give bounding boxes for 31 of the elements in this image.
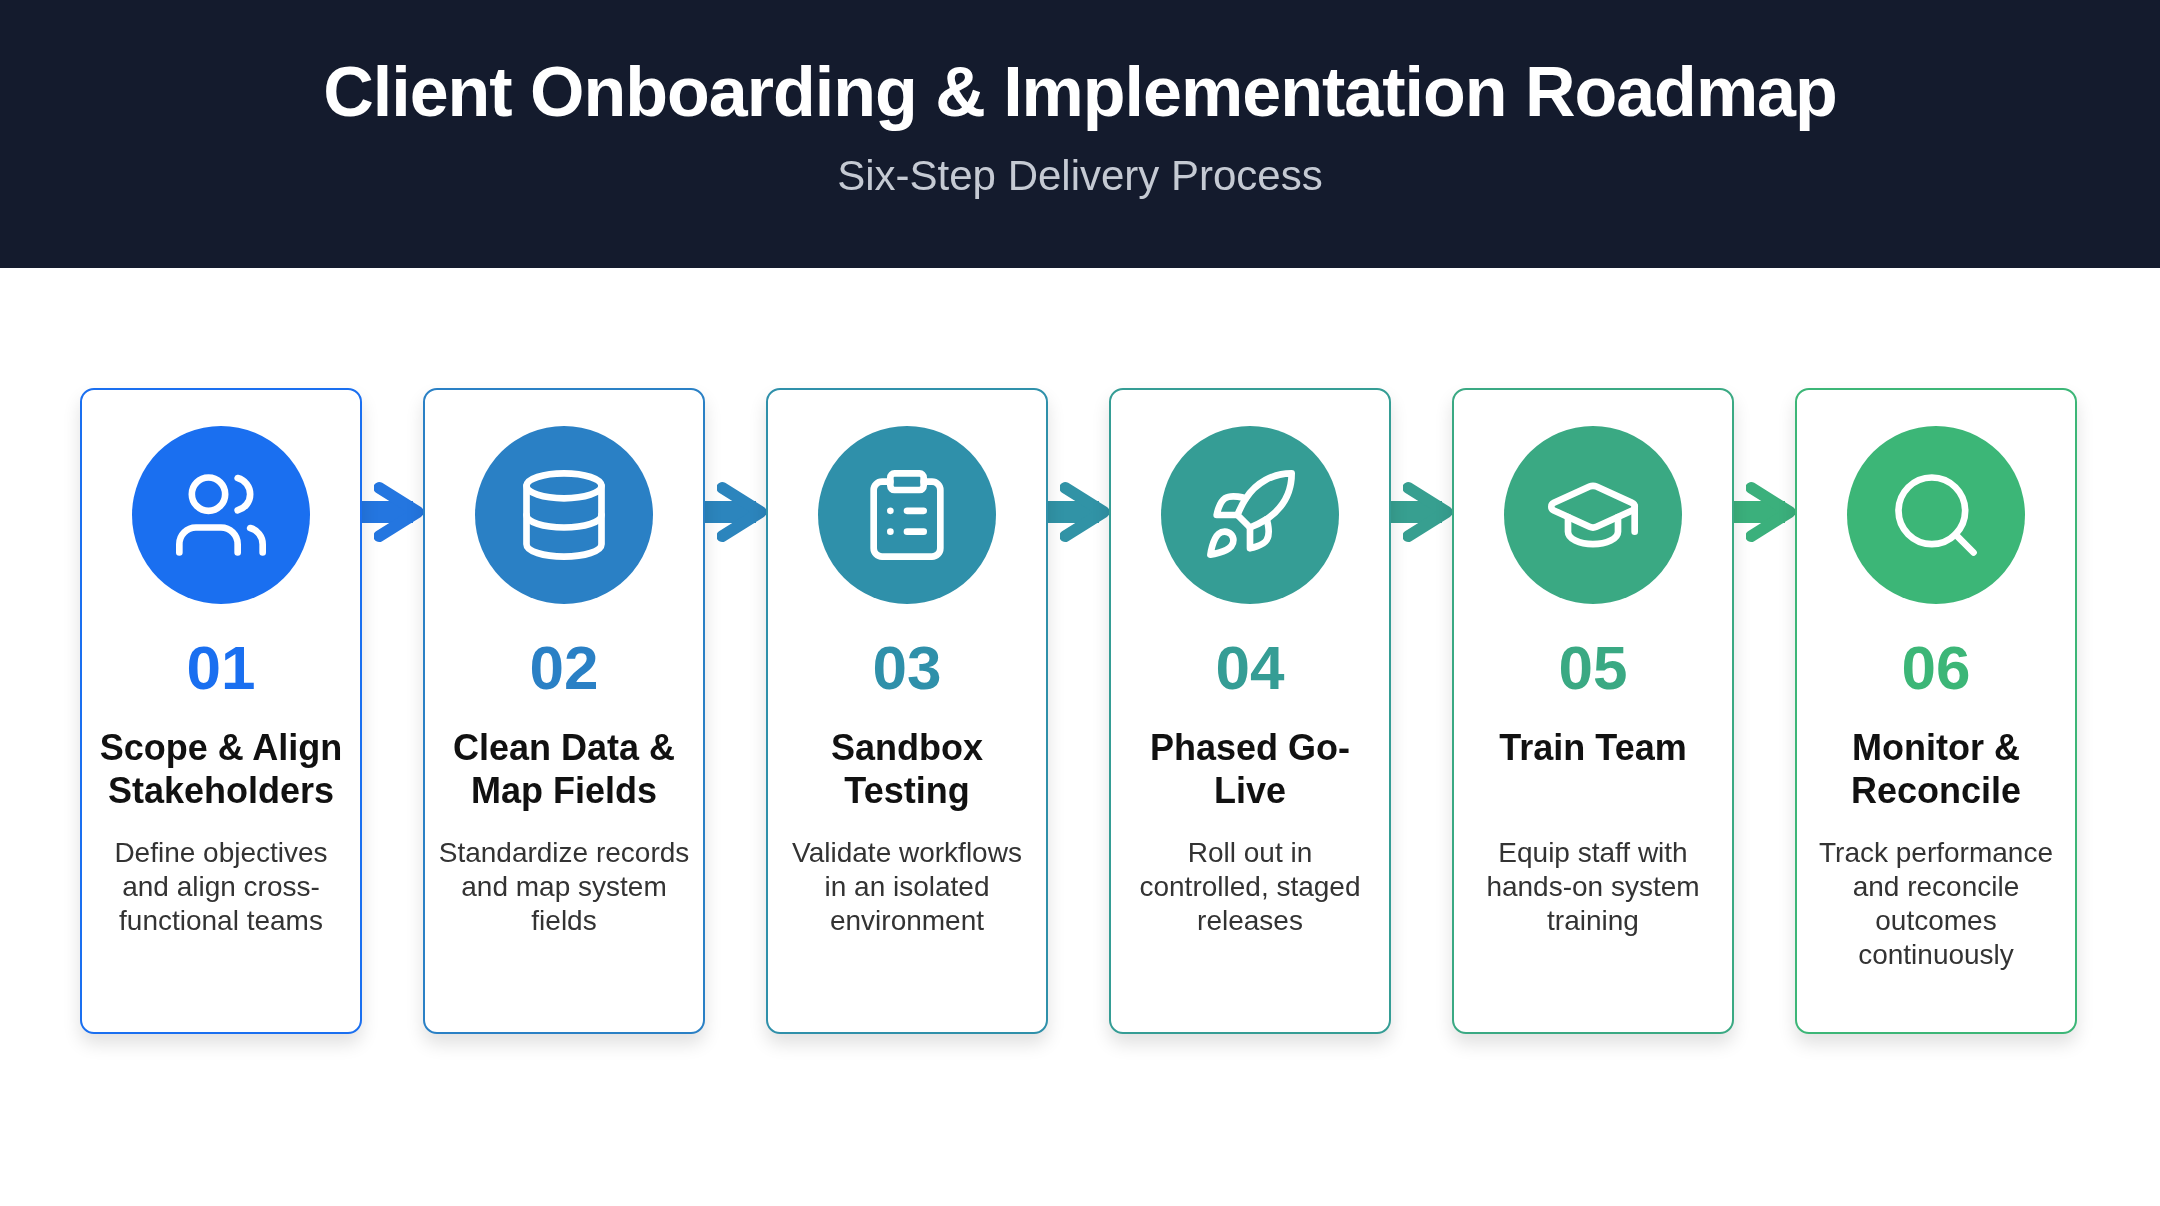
subtitle: Six-Step Delivery Process <box>836 152 1324 200</box>
step-number: 02 <box>528 632 600 703</box>
step-description: Define objectives and align cross-functional teams <box>113 836 329 938</box>
step-description: Roll out in controlled, staged releases <box>1138 836 1362 938</box>
step-card <box>1795 388 2077 1034</box>
arrow <box>1734 482 1796 542</box>
step-description: Track performance and reconcile outcomes continuously <box>1818 836 2054 972</box>
step-card <box>766 388 1048 1034</box>
step-description: Equip staff with hands-on system training <box>1485 836 1701 938</box>
step-title: Clean Data & Map Fields <box>451 726 677 812</box>
step-card <box>423 388 705 1034</box>
arrow <box>705 482 767 542</box>
arrow <box>362 482 424 542</box>
arrow <box>1048 482 1110 542</box>
step-card <box>1109 388 1391 1034</box>
step-card <box>1452 388 1734 1034</box>
step-number: 05 <box>1557 632 1629 703</box>
step-title: Monitor & Reconcile <box>1849 726 2023 812</box>
step-description: Standardize records and map system fields <box>437 836 691 938</box>
step-description: Validate workflows in an isolated environment <box>791 836 1023 938</box>
step-card <box>80 388 362 1034</box>
title: Client Onboarding & Implementation Roadmap <box>322 52 1838 132</box>
arrow <box>1391 482 1453 542</box>
step-number: 03 <box>871 632 943 703</box>
step-title: Scope & Align Stakeholders <box>98 726 344 812</box>
step-title: Sandbox Testing <box>830 726 984 812</box>
step-title: Train Team <box>1498 726 1688 769</box>
step-number: 04 <box>1214 632 1286 703</box>
step-number: 01 <box>185 632 257 703</box>
step-number: 06 <box>1900 632 1972 703</box>
step-title: Phased Go-Live <box>1148 726 1351 812</box>
